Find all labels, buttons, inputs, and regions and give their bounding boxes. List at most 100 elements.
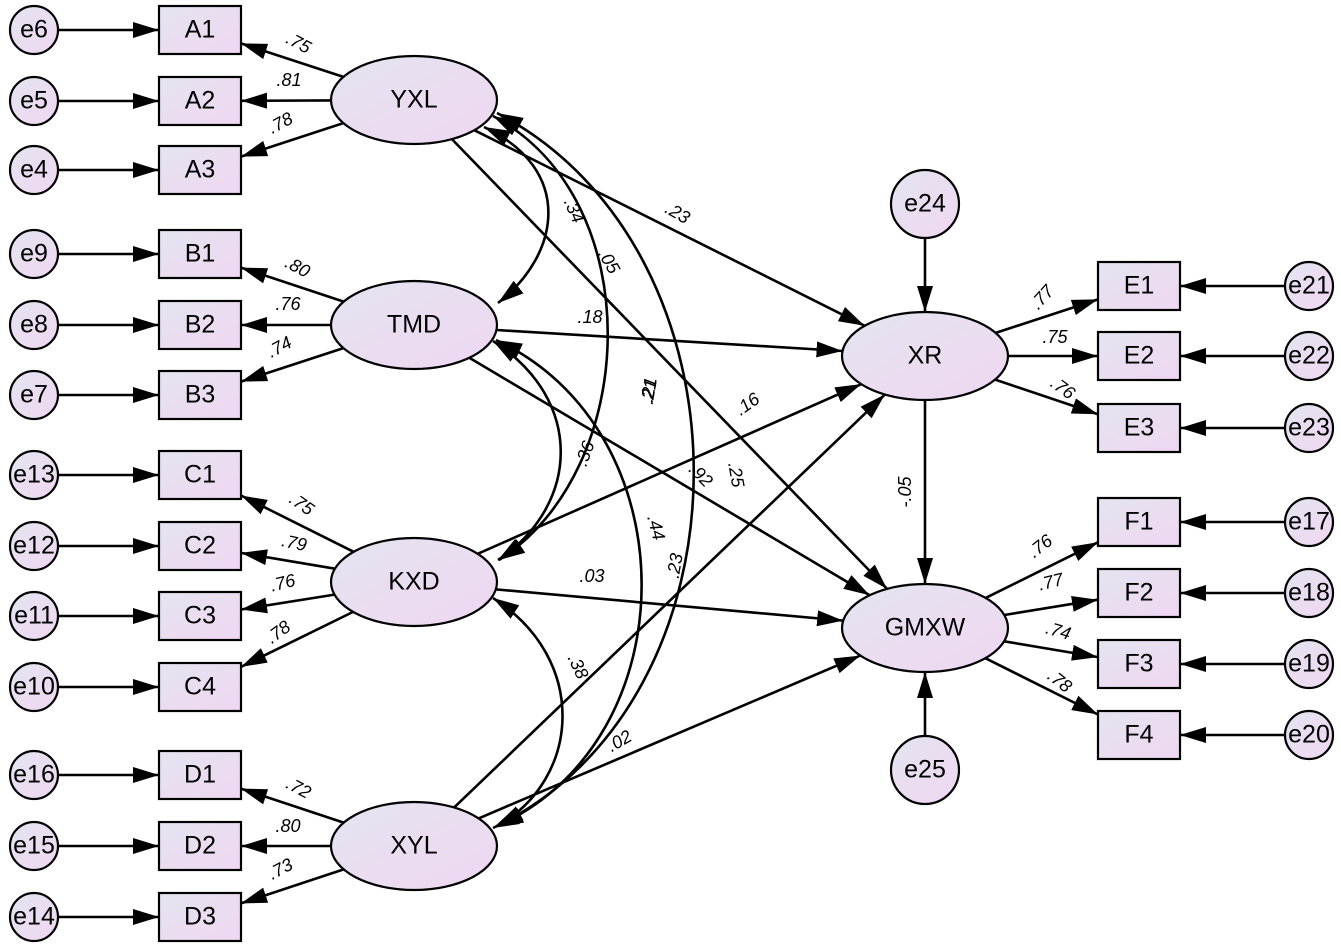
path-label-xyl-gmxw: .02 <box>604 726 636 756</box>
indicator-e3 <box>1096 402 1182 454</box>
loading-label-d1: .72 <box>283 773 314 802</box>
indicator-c2 <box>157 520 243 572</box>
indicator-label-e2: E2 <box>1124 342 1155 370</box>
indicator-label-e1: E1 <box>1124 272 1155 300</box>
labels-layer: .75.81.78.80.76.74.75.79.76.78.72.80.73.… <box>262 28 1079 883</box>
indicator-a2 <box>157 75 243 127</box>
covariance-label-yxl-xyl: .25 <box>724 461 748 490</box>
path-arrow-tmd-xr <box>496 328 843 358</box>
error-label-e14: e14 <box>13 903 55 931</box>
error-e17 <box>1283 496 1335 548</box>
error-label-e4: e4 <box>20 156 48 184</box>
error-e6 <box>8 4 60 56</box>
latent-label-yxl: YXL <box>390 86 437 114</box>
error-e14 <box>8 891 60 943</box>
indicator-f2 <box>1096 567 1182 619</box>
indicator-d3 <box>157 891 243 943</box>
loading-arrow-kxd-c1 <box>240 494 355 553</box>
loading-label-a3: .78 <box>265 108 296 137</box>
indicator-b1 <box>157 228 243 280</box>
error-e4 <box>8 144 60 196</box>
indicator-a3 <box>157 144 243 196</box>
error-label-e11: e11 <box>14 602 54 630</box>
error-label-e22: e22 <box>1288 342 1330 370</box>
error-label-e9: e9 <box>20 240 48 268</box>
loading-arrow-xyl-d1 <box>240 787 345 824</box>
latent-label-tmd: TMD <box>387 311 441 339</box>
error-label-e25: e25 <box>904 756 946 784</box>
error-e16 <box>8 749 60 801</box>
loading-arrow-xr-e3 <box>994 378 1099 416</box>
error-e21 <box>1283 260 1335 312</box>
loading-arrow-gmxw-f3 <box>1003 640 1099 661</box>
path-label-yxl-xr: .23 <box>662 198 694 228</box>
loading-label-f1: .76 <box>1024 530 1057 562</box>
error-e8 <box>8 299 60 351</box>
indicator-b2 <box>157 299 243 351</box>
loading-label-f4: .78 <box>1044 665 1076 696</box>
indicator-b3 <box>157 369 243 421</box>
loading-arrow-gmxw-f4 <box>984 657 1099 716</box>
path-label-kxd-gmxw: .03 <box>579 566 604 586</box>
indicator-label-f4: F4 <box>1124 721 1153 749</box>
indicator-c3 <box>157 590 243 642</box>
indicator-label-b2: B2 <box>185 311 216 339</box>
indicator-c1 <box>157 449 243 501</box>
error-label-e6: e6 <box>20 16 48 44</box>
error-label-e17: e17 <box>1288 508 1330 536</box>
indicator-label-c3: C3 <box>184 602 216 630</box>
loading-arrow-gmxw-f1 <box>985 541 1099 600</box>
error-label-e5: e5 <box>20 87 48 115</box>
loading-arrow-yxl-a3 <box>240 121 344 158</box>
latent-xyl <box>329 800 499 892</box>
path-label-xyl-xr: .21 <box>637 378 661 406</box>
latent-tmd <box>329 279 499 371</box>
indicator-a1 <box>157 4 243 56</box>
edges-layer <box>58 22 1285 925</box>
indicator-label-b3: B3 <box>185 381 216 409</box>
indicator-label-c1: C1 <box>184 461 216 489</box>
loading-arrow-kxd-c3 <box>240 593 335 614</box>
error-label-e13: e13 <box>13 461 55 489</box>
latent-label-gmxw: GMXW <box>885 614 966 642</box>
loading-label-c3: .76 <box>268 570 298 596</box>
error-e10 <box>8 661 60 713</box>
loading-label-b2: .76 <box>275 294 301 314</box>
error-label-e24: e24 <box>904 190 946 218</box>
error-label-e21: e21 <box>1288 272 1330 300</box>
error-e25 <box>889 734 961 806</box>
error-e9 <box>8 228 60 280</box>
indicator-d2 <box>157 820 243 872</box>
latent-yxl <box>329 54 499 146</box>
path-arrow-kxd-gmxw <box>495 588 844 627</box>
covariance-yxl-kxd <box>492 114 609 562</box>
error-label-e12: e12 <box>13 532 55 560</box>
loading-label-c1: .75 <box>286 489 319 520</box>
loading-label-e2: .75 <box>1042 327 1068 347</box>
indicator-label-d1: D1 <box>184 761 216 789</box>
loading-label-b1: .80 <box>282 252 313 281</box>
path-label-tmd-xr: .18 <box>577 307 602 327</box>
indicator-label-a2: A2 <box>185 87 216 115</box>
indicator-label-f3: F3 <box>1124 650 1153 678</box>
loading-label-b3: .74 <box>264 332 295 361</box>
error-e12 <box>8 520 60 572</box>
error-label-e10: e10 <box>13 673 55 701</box>
loading-arrow-xyl-d3 <box>240 868 345 905</box>
covariance-label-yxl-kxd: .21 <box>637 376 661 404</box>
loading-arrow-kxd-c4 <box>240 610 354 669</box>
error-e5 <box>8 75 60 127</box>
loading-label-a1: .75 <box>283 28 315 58</box>
nodes-layer: YXLTMDKXDXYLXRGMXWA1A2A3B1B2B3C1C2C3C4D1… <box>8 4 1335 943</box>
indicator-label-f2: F2 <box>1124 579 1153 607</box>
error-e13 <box>8 449 60 501</box>
latent-label-kxd: KXD <box>388 568 439 596</box>
loading-arrow-xr-e1 <box>995 298 1099 335</box>
latent-kxd <box>329 536 499 628</box>
covariance-tmd-xyl-0 <box>495 338 643 828</box>
error-e23 <box>1283 402 1335 454</box>
loading-arrow-gmxw-f2 <box>1004 596 1099 617</box>
loading-arrow-tmd-b3 <box>240 346 344 383</box>
error-e24 <box>889 168 961 240</box>
